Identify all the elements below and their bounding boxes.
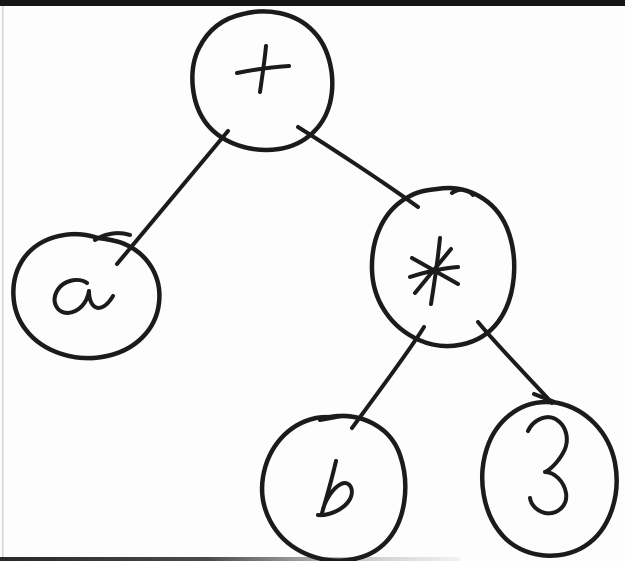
scan-left-line <box>2 6 4 557</box>
scan-bottom-border <box>0 557 460 561</box>
tree-node-three <box>480 392 619 558</box>
a-node-circle-overlap-stroke <box>93 231 132 242</box>
asterisk-glyph <box>408 236 460 306</box>
plus-glyph <box>235 44 291 94</box>
three-glyph <box>526 415 569 516</box>
a-node-circle <box>11 231 162 361</box>
tree-node-times <box>369 185 517 349</box>
edge-times-three <box>476 320 554 405</box>
tree-node-a <box>11 231 162 361</box>
a-glyph <box>52 277 115 315</box>
three-node-circle-overlap-stroke <box>532 392 559 405</box>
b-node-circle <box>259 413 408 561</box>
b-glyph <box>316 459 354 518</box>
times-node-circle <box>369 185 517 349</box>
plus-node-circle <box>190 9 335 153</box>
tree-node-b <box>259 413 408 561</box>
scan-top-border <box>0 0 625 6</box>
three-node-circle <box>480 399 619 558</box>
b-node-circle-overlap-stroke <box>318 414 344 422</box>
times-node-circle-overlap-stroke <box>450 187 475 197</box>
tree-node-plus <box>190 9 335 153</box>
tree-drawing <box>11 9 619 561</box>
